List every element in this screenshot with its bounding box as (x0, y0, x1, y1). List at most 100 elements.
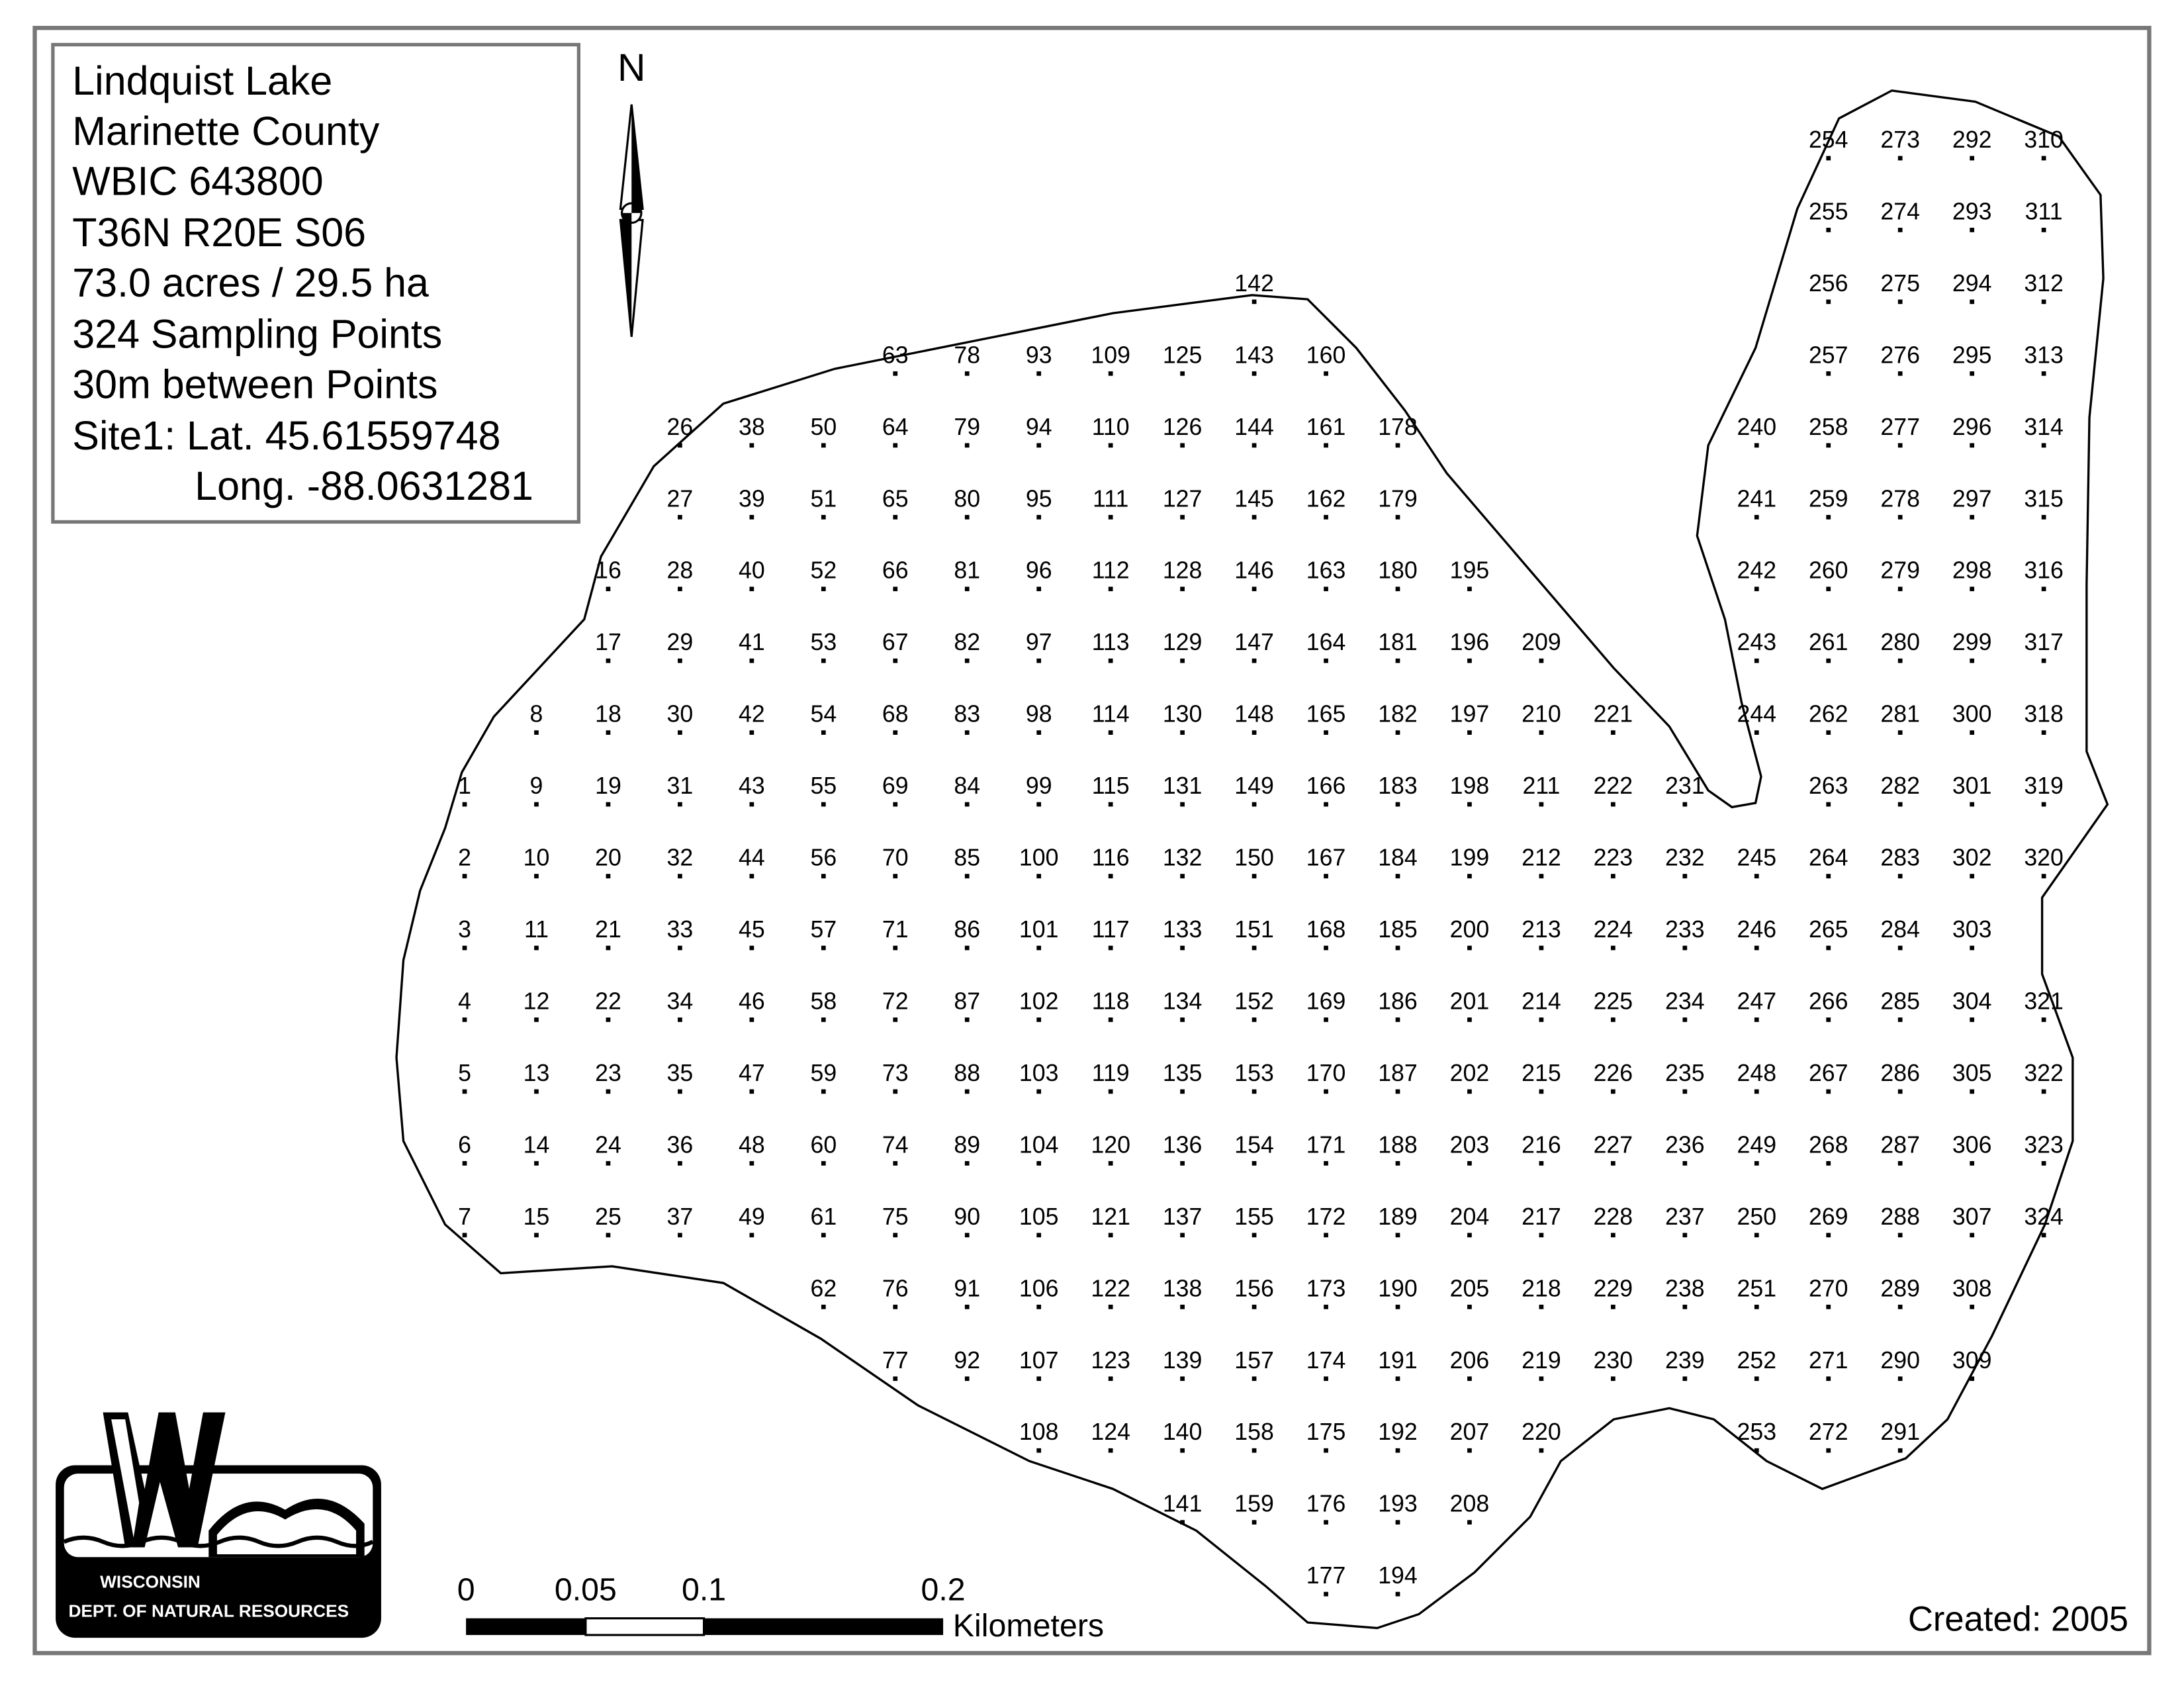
sampling-point-marker (1611, 1376, 1615, 1382)
sampling-point-label: 192 (1378, 1419, 1418, 1445)
sampling-point-label: 140 (1163, 1419, 1203, 1445)
sampling-point-marker (1108, 586, 1113, 592)
sampling-point-marker (1180, 1089, 1185, 1094)
sampling-point-label: 112 (1092, 557, 1130, 584)
sampling-point-marker (2041, 371, 2046, 376)
sampling-point-marker (1108, 1376, 1113, 1382)
sampling-point-marker (534, 802, 539, 807)
sampling-point-label: 119 (1092, 1060, 1130, 1086)
sampling-point-label: 16 (595, 557, 621, 584)
sampling-point-marker (1970, 1017, 1975, 1022)
sampling-point-label: 38 (739, 414, 765, 440)
sampling-point-label: 197 (1450, 701, 1490, 727)
sampling-point-label: 293 (1952, 198, 1992, 224)
sampling-point-label: 150 (1234, 845, 1274, 871)
sampling-point-label: 11 (524, 916, 549, 943)
sampling-point-marker (1897, 730, 1903, 735)
sampling-point-label: 122 (1091, 1275, 1130, 1301)
sampling-point-label: 56 (810, 845, 837, 871)
sampling-point-label: 298 (1952, 557, 1992, 584)
sampling-point-marker (1897, 658, 1903, 663)
sampling-point-label: 269 (1809, 1203, 1848, 1230)
sampling-point-label: 272 (1809, 1419, 1848, 1445)
sampling-point-label: 277 (1880, 414, 1920, 440)
info-area: 73.0 acres / 29.5 ha (72, 260, 429, 305)
sampling-point-marker (606, 1233, 611, 1238)
sampling-point-marker (1324, 802, 1328, 807)
sampling-point-label: 44 (739, 845, 765, 871)
sampling-point-label: 258 (1809, 414, 1848, 440)
sampling-point-label: 310 (2024, 126, 2064, 153)
sampling-points: 1234567891011121314151617181920212223242… (458, 126, 2064, 1597)
sampling-point-label: 58 (810, 988, 837, 1014)
sampling-point-label: 43 (739, 773, 765, 799)
north-label: N (617, 46, 646, 89)
sampling-point-marker (1682, 802, 1688, 807)
sampling-point-label: 211 (1522, 773, 1560, 799)
sampling-point-marker (462, 874, 467, 878)
sampling-point-label: 198 (1450, 773, 1490, 799)
sampling-point-marker (893, 945, 898, 951)
sampling-point-label: 139 (1163, 1347, 1203, 1374)
sampling-point-marker (1395, 586, 1400, 592)
sampling-point-label: 1 (458, 773, 471, 799)
sampling-point-label: 240 (1737, 414, 1776, 440)
sampling-point-marker (1180, 514, 1185, 520)
sampling-point-label: 318 (2024, 701, 2064, 727)
sampling-point-marker (678, 802, 682, 807)
sampling-point-marker (1467, 730, 1472, 735)
sampling-point-marker (964, 371, 970, 376)
sampling-point-marker (1970, 1161, 1975, 1166)
sampling-point-label: 223 (1594, 845, 1633, 871)
sampling-point-label: 168 (1306, 916, 1346, 943)
sampling-point-label: 256 (1809, 270, 1848, 297)
sampling-point-marker (1036, 586, 1042, 592)
sampling-point-label: 162 (1306, 485, 1346, 512)
sampling-point-label: 276 (1880, 342, 1920, 368)
sampling-point-marker (1108, 371, 1113, 376)
sampling-point-marker (1036, 1161, 1042, 1166)
sampling-point-marker (1970, 802, 1975, 807)
sampling-point-marker (1251, 299, 1257, 305)
sampling-point-marker (1682, 1161, 1688, 1166)
wdnr-logo: WISCONSIN DEPT. OF NATURAL RESOURCES (56, 1412, 381, 1638)
sampling-point-marker (2041, 1233, 2046, 1238)
sampling-point-label: 239 (1665, 1347, 1705, 1374)
sampling-point-marker (1251, 1089, 1257, 1094)
sampling-point-label: 21 (595, 916, 621, 943)
sampling-point-marker (534, 874, 539, 878)
sampling-point-label: 132 (1163, 845, 1203, 871)
sampling-point-marker (1897, 443, 1903, 448)
sampling-point-label: 323 (2024, 1131, 2064, 1158)
sampling-point-marker (1180, 1161, 1185, 1166)
info-township: T36N R20E S06 (72, 210, 366, 255)
sampling-point-marker (2041, 156, 2046, 161)
sampling-point-label: 199 (1450, 845, 1490, 871)
sampling-point-marker (1036, 1304, 1042, 1309)
sampling-point-marker (1251, 514, 1257, 520)
sampling-point-label: 88 (954, 1060, 980, 1086)
sampling-point-label: 15 (523, 1203, 550, 1230)
sampling-point-marker (1251, 1233, 1257, 1238)
sampling-point-marker (1897, 874, 1903, 878)
sampling-point-label: 91 (954, 1275, 980, 1301)
sampling-point-label: 138 (1163, 1275, 1203, 1301)
sampling-point-marker (1826, 874, 1831, 878)
sampling-point-label: 173 (1306, 1275, 1346, 1301)
sampling-point-label: 242 (1737, 557, 1776, 584)
sampling-point-marker (1324, 1304, 1328, 1309)
sampling-point-marker (964, 514, 970, 520)
sampling-point-marker (678, 1089, 682, 1094)
created-label: Created: 2005 (1908, 1600, 2128, 1639)
sampling-point-marker (821, 802, 826, 807)
sampling-point-label: 184 (1378, 845, 1418, 871)
sampling-point-marker (1324, 1233, 1328, 1238)
sampling-point-marker (893, 1089, 898, 1094)
sampling-point-label: 75 (882, 1203, 909, 1230)
sampling-point-marker (1826, 443, 1831, 448)
sampling-point-marker (1826, 228, 1831, 232)
sampling-point-label: 288 (1880, 1203, 1920, 1230)
sampling-point-label: 320 (2024, 845, 2064, 871)
sampling-point-label: 23 (595, 1060, 621, 1086)
sampling-point-label: 105 (1019, 1203, 1059, 1230)
